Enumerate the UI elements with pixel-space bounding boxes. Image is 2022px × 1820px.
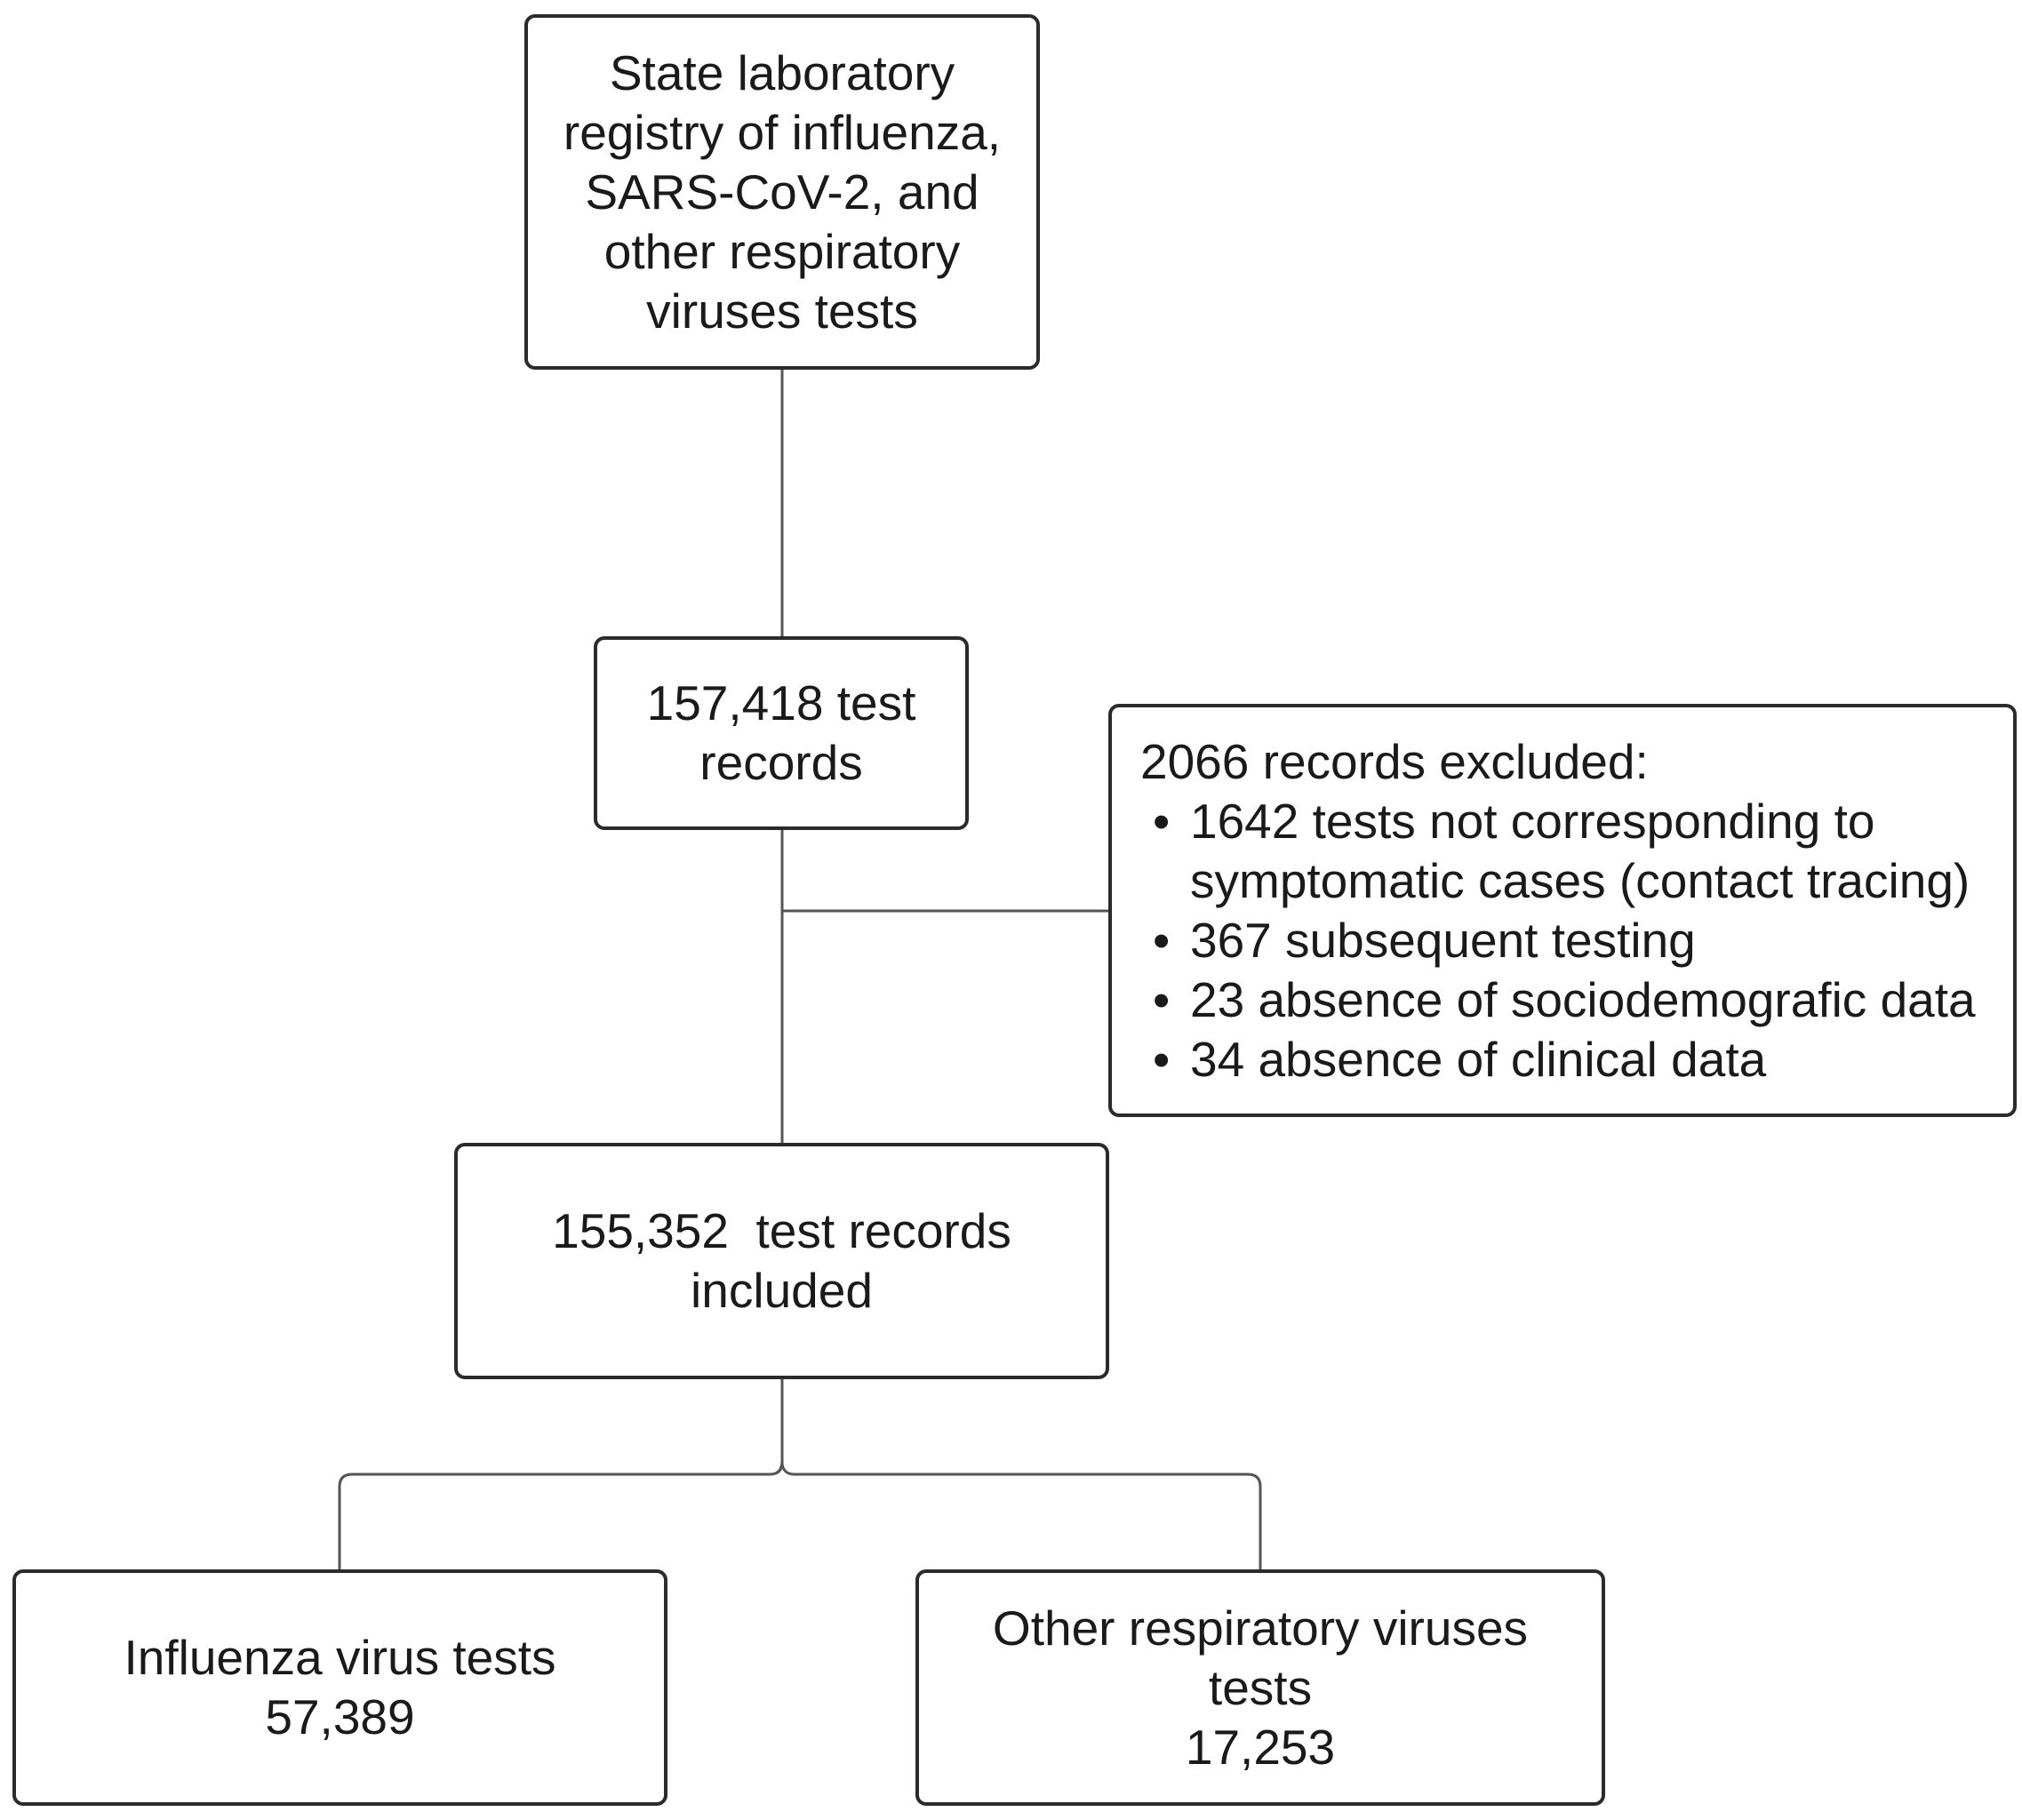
excluded-reason-item: 367 subsequent testing bbox=[1140, 911, 1976, 970]
connector-branch-other bbox=[780, 1460, 1262, 1571]
excluded-reasons-list: 1642 tests not corresponding to symptoma… bbox=[1140, 792, 1976, 1090]
records-line-1: 157,418 test bbox=[646, 675, 916, 730]
source-line-2: registry of influenza, bbox=[563, 104, 1002, 160]
excluded-reason-1-line-1: 1642 tests not corresponding to bbox=[1190, 793, 1875, 849]
source-line-1: State laboratory bbox=[609, 44, 955, 100]
other-label-line-2: tests bbox=[1208, 1659, 1313, 1715]
test-records-box: 157,418 test records bbox=[594, 636, 969, 830]
excluded-reason-item: 34 absence of clinical data bbox=[1140, 1030, 1976, 1090]
excluded-reason-4: 34 absence of clinical data bbox=[1190, 1031, 1767, 1087]
records-line-2: records bbox=[699, 735, 863, 790]
influenza-count: 57,389 bbox=[265, 1689, 415, 1744]
source-line-4: other respiratory bbox=[603, 223, 961, 279]
source-registry-box: State laboratory registry of influenza, … bbox=[524, 14, 1040, 370]
other-label-line-1: Other respiratory viruses bbox=[992, 1600, 1529, 1656]
influenza-label: Influenza virus tests bbox=[124, 1630, 556, 1685]
excluded-reason-item: 23 absence of sociodemografic data bbox=[1140, 970, 1976, 1030]
excluded-reason-3: 23 absence of sociodemografic data bbox=[1190, 971, 1976, 1027]
influenza-tests-box: Influenza virus tests 57,389 bbox=[12, 1569, 667, 1806]
excluded-reason-2: 367 subsequent testing bbox=[1190, 912, 1696, 968]
included-line-1: 155,352 test records bbox=[552, 1203, 1011, 1258]
included-line-2: included bbox=[691, 1263, 873, 1318]
included-records-box: 155,352 test records included bbox=[454, 1143, 1109, 1379]
other-count: 17,253 bbox=[1185, 1719, 1336, 1775]
excluded-reason-item: 1642 tests not corresponding to symptoma… bbox=[1140, 792, 1976, 911]
excluded-title: 2066 records excluded: bbox=[1140, 733, 1649, 789]
excluded-reason-1-line-2: symptomatic cases (contact tracing) bbox=[1190, 852, 1970, 908]
source-line-5: viruses tests bbox=[646, 283, 918, 339]
source-line-3: SARS-CoV-2, and bbox=[585, 164, 979, 220]
excluded-records-box: 2066 records excluded: 1642 tests not co… bbox=[1108, 704, 2017, 1117]
connector-branch-influenza bbox=[338, 1460, 784, 1571]
other-respiratory-tests-box: Other respiratory viruses tests 17,253 bbox=[915, 1569, 1605, 1806]
